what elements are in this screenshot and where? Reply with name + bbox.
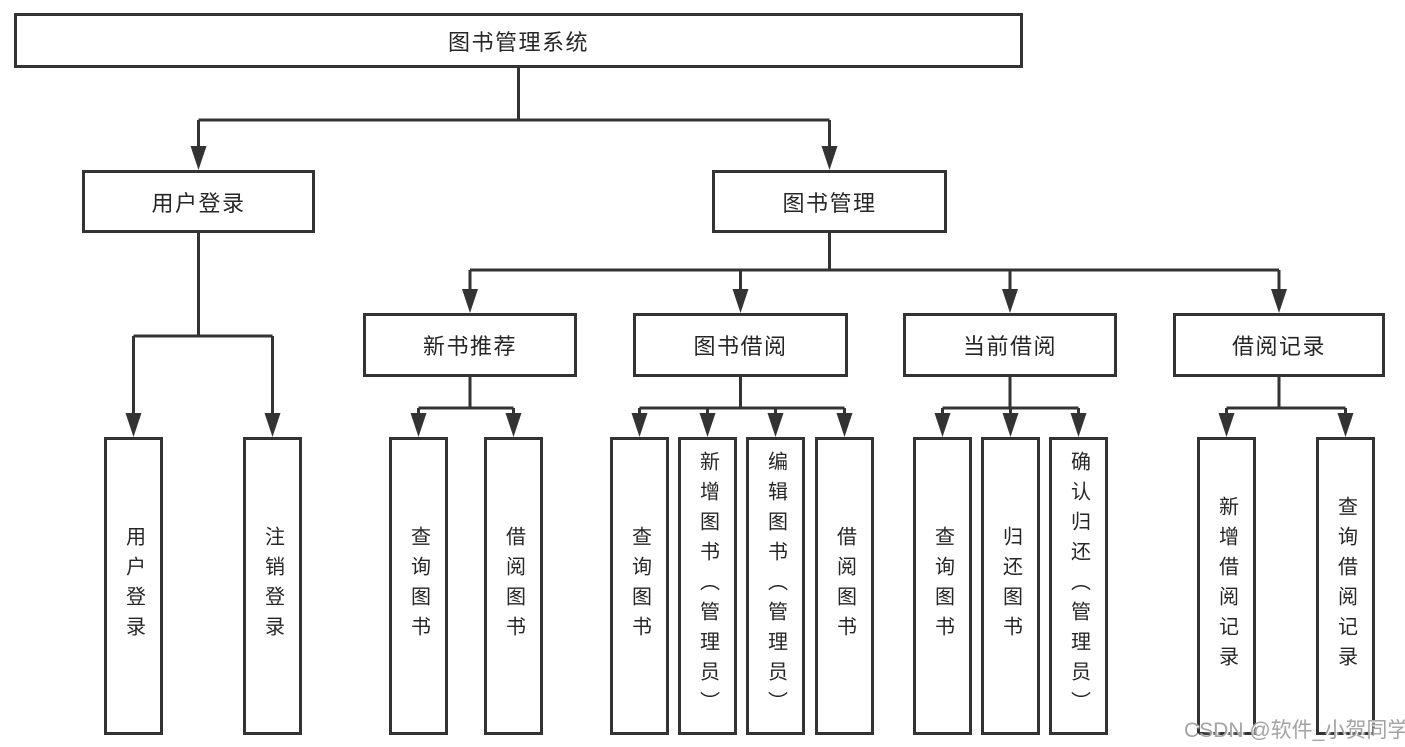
leaf-query-books-recommend: 查询图书	[389, 437, 448, 735]
connector-book-mgmt-children	[468, 233, 1281, 290]
connector-root-to-level2	[197, 68, 831, 147]
leaf-query-books-borrow: 查询图书	[610, 437, 669, 735]
connector-new-books-children	[417, 377, 515, 414]
leaf-borrow-books: 借阅图书	[815, 437, 874, 735]
leaf-edit-books-admin: 编辑图书（管理员）	[746, 437, 805, 735]
node-book-management: 图书管理	[712, 170, 947, 233]
connector-borrow-records-children	[1225, 377, 1347, 414]
connector-current-borrow-children	[941, 377, 1080, 414]
node-book-borrow: 图书借阅	[633, 313, 848, 377]
leaf-logout: 注销登录	[243, 437, 302, 735]
leaf-return-books: 归还图书	[981, 437, 1040, 735]
node-current-borrow: 当前借阅	[903, 313, 1117, 377]
leaf-user-login: 用户登录	[104, 437, 163, 735]
leaf-query-borrow-record: 查询借阅记录	[1316, 437, 1375, 735]
node-borrow-records: 借阅记录	[1173, 313, 1385, 377]
leaf-confirm-return-admin: 确认归还（管理员）	[1049, 437, 1108, 735]
leaf-add-books-admin: 新增图书（管理员）	[678, 437, 737, 735]
arrow-down-icons	[125, 146, 1354, 437]
leaf-borrow-books-recommend: 借阅图书	[484, 437, 543, 735]
connector-book-borrow-children	[638, 377, 846, 414]
node-new-book-recommend: 新书推荐	[363, 313, 577, 377]
csdn-watermark: CSDN @软件_小贺同学	[1184, 719, 1405, 742]
connector-user-login-children	[132, 233, 274, 414]
node-user-login: 用户登录	[82, 170, 315, 233]
node-root-system: 图书管理系统	[14, 13, 1023, 68]
leaf-add-borrow-record: 新增借阅记录	[1197, 437, 1256, 735]
leaf-query-books-current: 查询图书	[913, 437, 972, 735]
